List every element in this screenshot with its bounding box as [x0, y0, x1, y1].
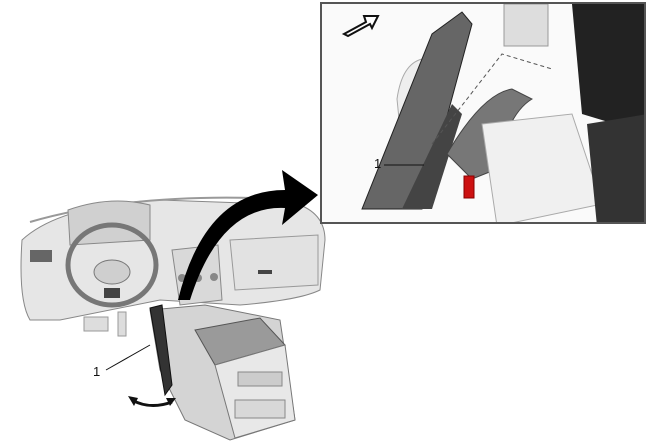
zoom-arrow-icon: [178, 170, 318, 300]
retaining-clip: [463, 175, 475, 199]
callout-label-overview: 1: [93, 364, 101, 379]
rotation-arrow-icon: [131, 398, 173, 407]
detail-view-frame: 1: [320, 2, 646, 224]
direction-arrow-icon: [341, 15, 380, 38]
callout-label-detail: 1: [374, 156, 382, 171]
console-side-panel: [149, 304, 173, 397]
detail-illustration: [341, 4, 644, 222]
steering-wheel: [65, 222, 159, 308]
